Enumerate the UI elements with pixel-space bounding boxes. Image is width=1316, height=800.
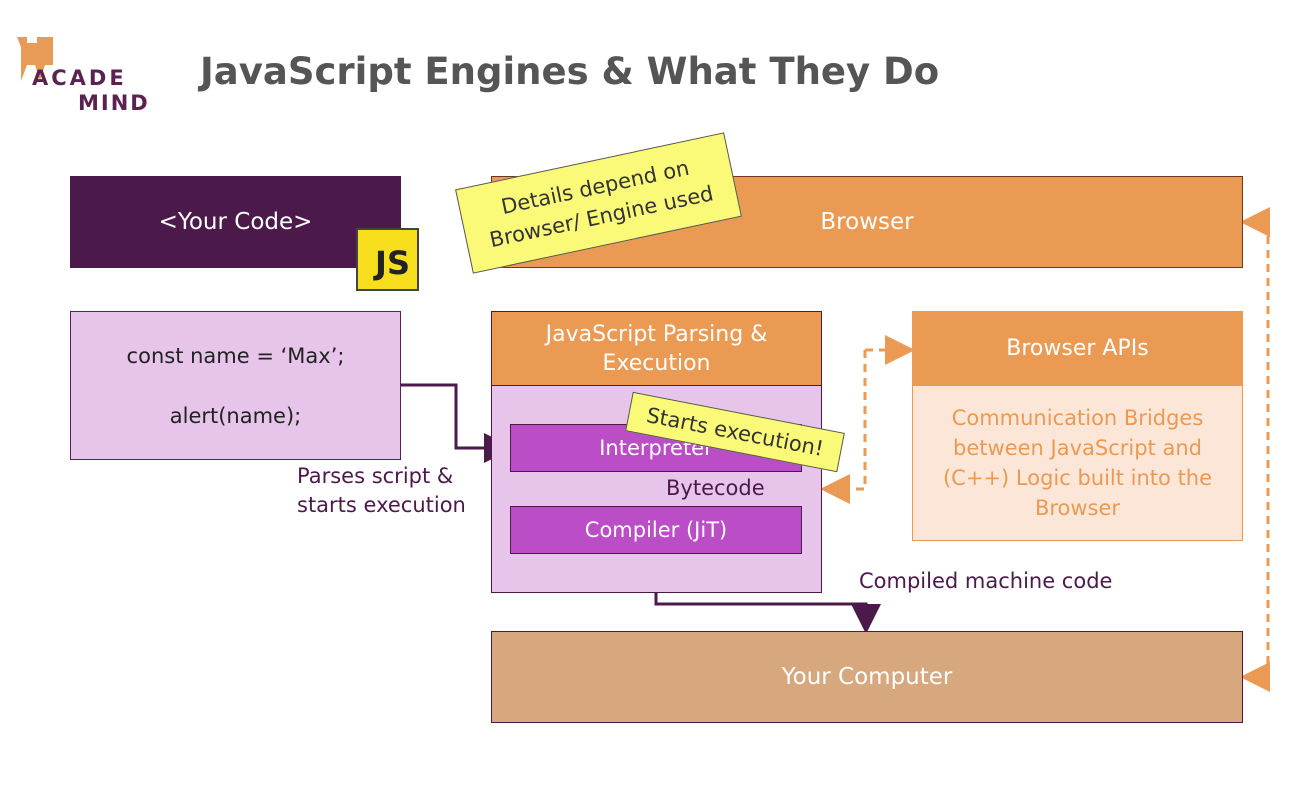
logo-text-bottom: MIND bbox=[78, 91, 150, 115]
engine-header-line1: JavaScript Parsing & bbox=[545, 321, 768, 347]
apis-link-arrow bbox=[820, 350, 867, 504]
parses-label-line2: starts execution bbox=[297, 493, 466, 517]
engine-header-line2: Execution bbox=[602, 350, 711, 376]
js-logo-icon: JS bbox=[356, 228, 419, 291]
parses-label: Parses script & starts execution bbox=[297, 462, 466, 520]
code-line-1: const name = ‘Max’; bbox=[126, 344, 345, 368]
page-title: JavaScript Engines & What They Do bbox=[200, 50, 940, 93]
browser-apis-description: Communication Bridges between JavaScript… bbox=[912, 386, 1243, 541]
code-line-2: alert(name); bbox=[169, 404, 302, 428]
compiler-box: Compiler (JiT) bbox=[510, 506, 802, 554]
browser-apis-header: Browser APIs bbox=[912, 311, 1243, 386]
parses-label-line1: Parses script & bbox=[297, 464, 454, 488]
code-snippet-box: const name = ‘Max’; alert(name); bbox=[70, 311, 401, 460]
engine-header: JavaScript Parsing & Execution bbox=[491, 311, 822, 386]
your-code-box: <Your Code> bbox=[70, 176, 401, 268]
your-computer-box: Your Computer bbox=[491, 631, 1243, 723]
compiled-code-label: Compiled machine code bbox=[859, 569, 1113, 593]
parse-arrow bbox=[401, 383, 514, 463]
bytecode-label: Bytecode bbox=[666, 476, 765, 500]
academind-logo-icon bbox=[17, 37, 53, 81]
logo-text-top: ACADE bbox=[32, 66, 127, 90]
browser-computer-arrow bbox=[1240, 222, 1270, 692]
